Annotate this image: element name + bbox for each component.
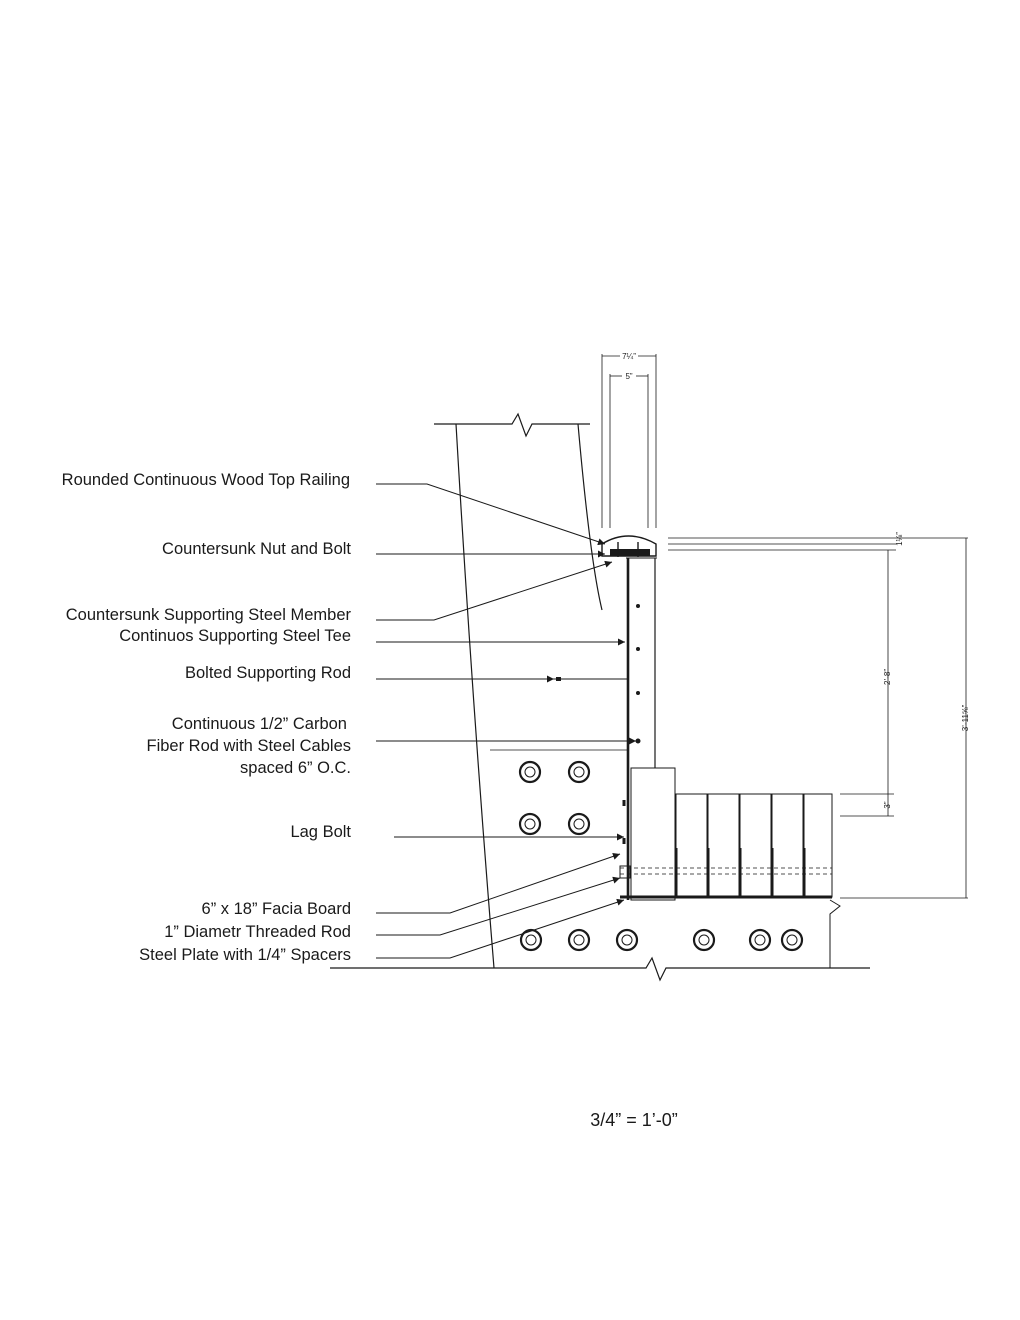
- label-steel-tee: Continuos Supporting Steel Tee: [119, 627, 351, 645]
- void-circle: [519, 928, 543, 952]
- facia-assembly: [619, 767, 832, 901]
- label-nut-bolt: Countersunk Nut and Bolt: [162, 540, 351, 558]
- void-circle: [567, 760, 591, 784]
- label-carbon-rod-line1: Continuous 1/2” Carbon: [172, 715, 347, 733]
- dim-post-width: 5”: [625, 372, 632, 381]
- dim-post-height: 2’-8”: [883, 669, 892, 685]
- concrete-block: [490, 749, 628, 836]
- void-circle: [518, 760, 542, 784]
- void-circle: [692, 928, 716, 952]
- label-supporting-rod: Bolted Supporting Rod: [185, 664, 351, 682]
- steel-post: [626, 557, 657, 900]
- void-circle: [615, 928, 639, 952]
- dim-rail-height: 1⅛”: [895, 532, 904, 546]
- label-steel-member: Countersunk Supporting Steel Member: [66, 606, 352, 624]
- floor-slab: [330, 899, 870, 982]
- void-circle: [518, 812, 542, 836]
- void-circle: [780, 928, 804, 952]
- existing-wall: [434, 412, 603, 969]
- label-steel-plate: Steel Plate with 1/4” Spacers: [139, 946, 351, 964]
- void-circle: [567, 928, 591, 952]
- dim-rail-width: 7¼”: [622, 352, 636, 361]
- label-facia-board: 6” x 18” Facia Board: [202, 900, 351, 918]
- void-circle: [567, 812, 591, 836]
- top-railing: [601, 535, 657, 557]
- label-carbon-rod-line2: Fiber Rod with Steel Cables: [146, 737, 351, 755]
- label-threaded-rod: 1” Diametr Threaded Rod: [164, 923, 351, 941]
- label-lag-bolt: Lag Bolt: [290, 823, 351, 841]
- leader-lines: [376, 483, 636, 959]
- void-circle: [748, 928, 772, 952]
- dim-curb-height: 3”: [883, 801, 892, 808]
- dim-overall-height: 3’-11⅝”: [961, 704, 970, 731]
- scale-note: 3/4” = 1’-0”: [590, 1110, 678, 1130]
- dimension-lines: [601, 354, 968, 899]
- deck-boards: [674, 793, 833, 898]
- label-top-railing: Rounded Continuous Wood Top Railing: [62, 471, 350, 489]
- label-carbon-rod-line3: spaced 6” O.C.: [240, 759, 351, 777]
- supporting-rod: [546, 677, 628, 681]
